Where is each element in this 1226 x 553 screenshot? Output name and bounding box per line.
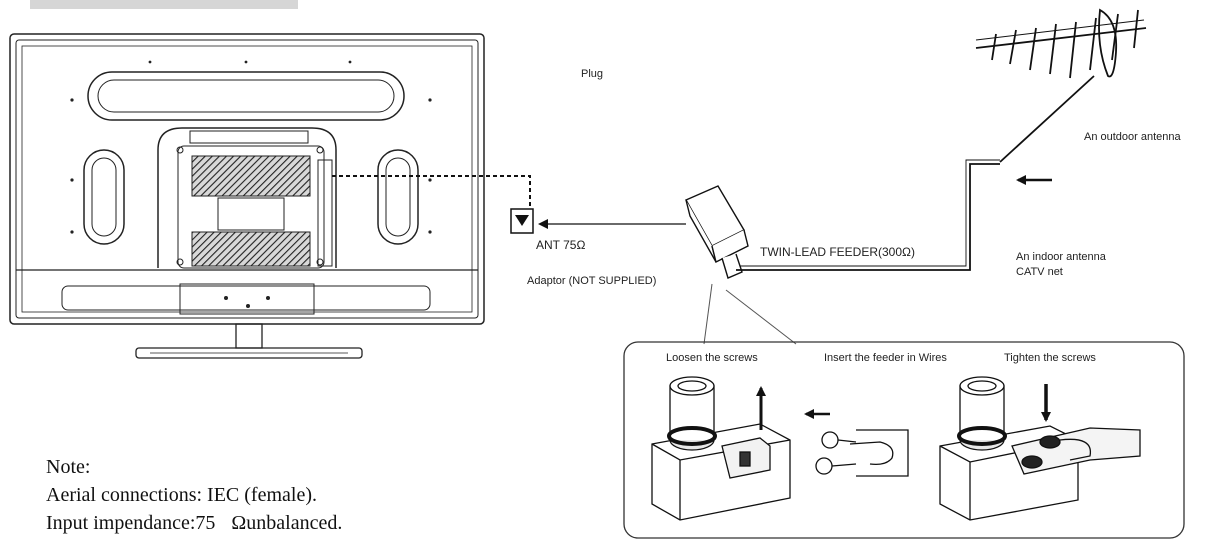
- adaptor-plug-icon: [685, 185, 749, 279]
- screw-dots: [70, 60, 432, 308]
- outdoor-antenna-icon: [975, 8, 1147, 163]
- catv-label: CATV net: [1016, 266, 1063, 278]
- impedance-suffix: unbalanced.: [246, 512, 343, 534]
- loosen-label: Loosen the screws: [666, 352, 758, 364]
- callout-left: [703, 283, 713, 345]
- header-strip: [30, 0, 298, 9]
- adaptor-label: Adaptor (NOT SUPPLIED): [527, 275, 657, 287]
- callout-right: [725, 289, 797, 345]
- twin-lead-label: TWIN-LEAD FEEDER(300Ω): [760, 245, 915, 259]
- twin-lead-line-inner: [740, 159, 1000, 267]
- plug-label: Plug: [581, 68, 604, 80]
- dotted-lead: [332, 175, 531, 206]
- outdoor-antenna-label: An outdoor antenna: [1084, 131, 1181, 143]
- twin-lead-line: [736, 163, 1000, 271]
- step-tighten-illustration: [939, 376, 1141, 521]
- ohm-symbol: Ω: [231, 512, 247, 534]
- tighten-label: Tighten the screws: [1004, 352, 1096, 364]
- tv-back-panel: [9, 33, 485, 359]
- note-line-connections: Aerial connections: IEC (female).: [46, 484, 317, 506]
- antenna-socket-icon: [510, 208, 534, 234]
- detail-box: [623, 341, 1185, 539]
- note-line-impedance: Input impendance:75 Ωunbalanced.: [46, 512, 342, 535]
- step-feeder-illustration: [815, 429, 909, 477]
- vent-lower: [191, 231, 311, 267]
- vent-upper: [191, 155, 311, 197]
- ant-label: ANT 75Ω: [536, 238, 586, 252]
- indoor-antenna-label: An indoor antenna: [1016, 251, 1106, 263]
- note-title: Note:: [46, 456, 91, 478]
- insert-label: Insert the feeder in Wires: [824, 352, 947, 364]
- step-loosen-illustration: [651, 376, 791, 521]
- impedance-prefix: Input impendance:75: [46, 512, 216, 534]
